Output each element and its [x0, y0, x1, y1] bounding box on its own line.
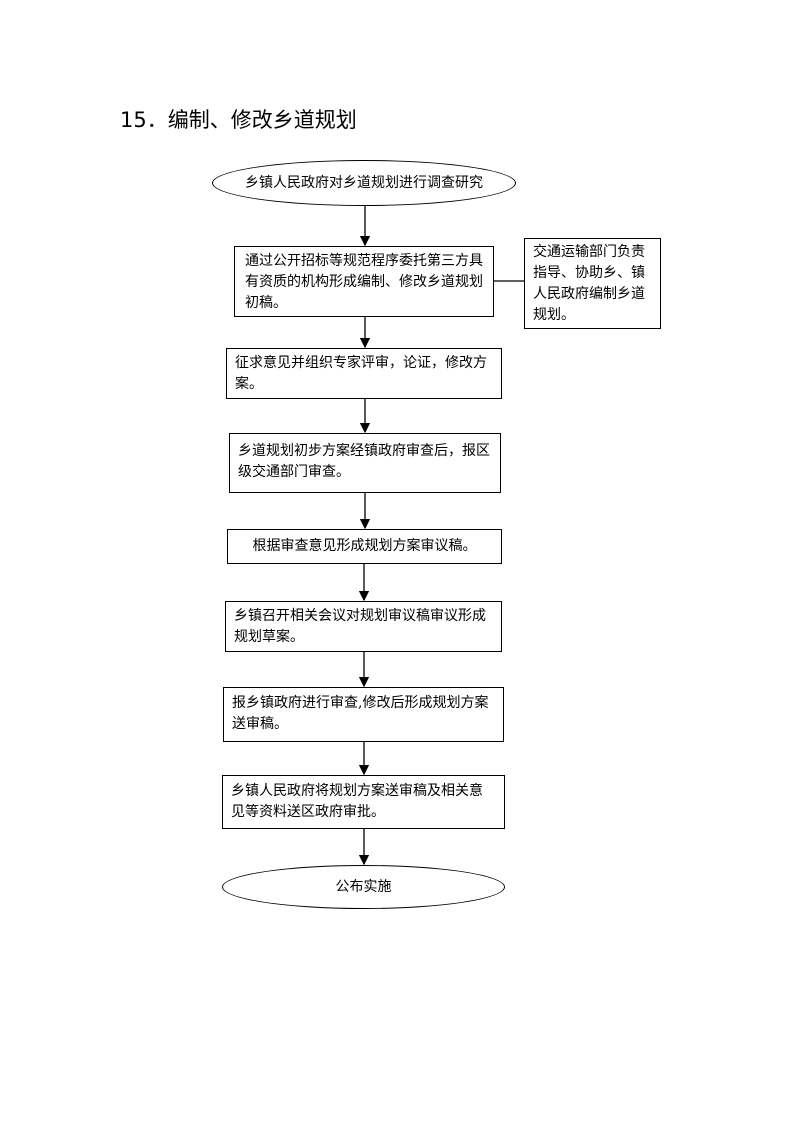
- node-text: 乡镇人民政府对乡道规划进行调查研究: [245, 174, 483, 191]
- node-text: 送审稿。: [232, 716, 288, 732]
- node-text: 乡镇召开相关会议对规划审议稿审议形成: [234, 608, 486, 624]
- node-text: 有资质的机构形成编制、修改乡道规划: [245, 274, 483, 290]
- step7-node: 乡镇人民政府将规划方案送审稿及相关意 见等资料送区政府审批。: [222, 775, 505, 829]
- node-text: 征求意见并组织专家评审，论证，修改方: [235, 355, 487, 371]
- node-text: 初稿。: [245, 295, 287, 311]
- node-text: 人民政府编制乡道: [533, 286, 645, 302]
- side-note-node: 交通运输部门负责 指导、协助乡、镇 人民政府编制乡道 规划。: [524, 238, 661, 329]
- node-text: 公布实施: [335, 878, 392, 895]
- node-text: 交通运输部门负责: [533, 244, 645, 260]
- node-text: 案。: [235, 376, 263, 392]
- start-node: 乡镇人民政府对乡道规划进行调查研究: [212, 160, 516, 206]
- node-text: 报乡镇政府进行审查,修改后形成规划方案: [232, 695, 489, 711]
- step1-node: 通过公开招标等规范程序委托第三方具 有资质的机构形成编制、修改乡道规划 初稿。: [234, 246, 494, 317]
- step6-node: 报乡镇政府进行审查,修改后形成规划方案 送审稿。: [223, 687, 504, 742]
- node-text: 规划草案。: [234, 629, 304, 645]
- end-node: 公布实施: [222, 865, 505, 909]
- step3-node: 乡道规划初步方案经镇政府审查后，报区 级交通部门审查。: [229, 433, 501, 493]
- node-text: 指导、协助乡、镇: [533, 265, 645, 281]
- step2-node: 征求意见并组织专家评审，论证，修改方 案。: [226, 348, 502, 399]
- page-title: 15．编制、修改乡道规划: [120, 108, 357, 132]
- node-text: 乡镇人民政府将规划方案送审稿及相关意: [231, 783, 483, 799]
- node-text: 见等资料送区政府审批。: [231, 804, 385, 820]
- node-text: 规划。: [533, 307, 575, 323]
- node-text: 通过公开招标等规范程序委托第三方具: [245, 253, 483, 269]
- node-text: 乡道规划初步方案经镇政府审查后，报区: [238, 443, 490, 459]
- node-text: 级交通部门审查。: [238, 464, 350, 480]
- node-text: 根据审查意见形成规划方案审议稿。: [252, 538, 477, 554]
- step4-node: 根据审查意见形成规划方案审议稿。: [227, 529, 502, 564]
- step5-node: 乡镇召开相关会议对规划审议稿审议形成 规划草案。: [225, 601, 502, 652]
